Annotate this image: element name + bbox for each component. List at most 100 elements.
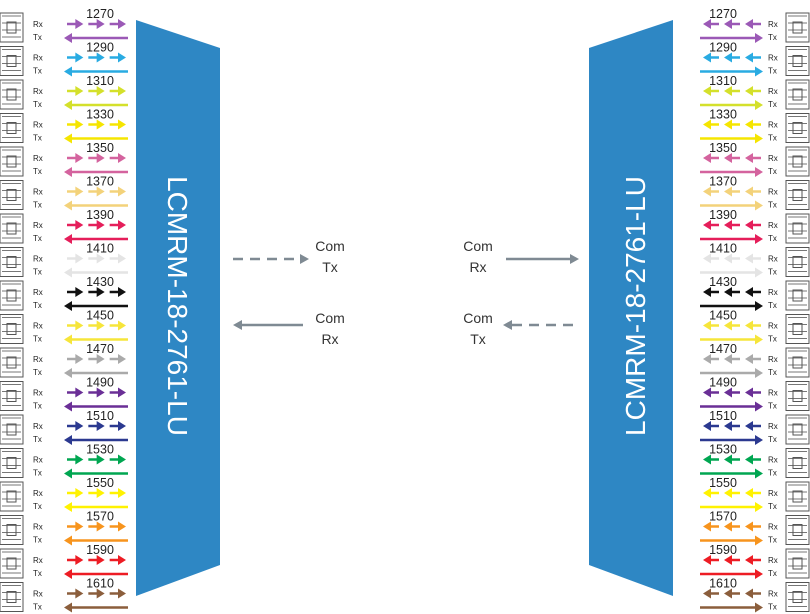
right-rx-label-1330: Rx [768,121,778,130]
right-wavelength-1290: 1290 [709,41,737,55]
right-connector-1290 [785,46,810,76]
left-connector-1570-body [0,515,24,545]
left-tx-label-1350: Tx [33,167,42,176]
right-rx-arrow-1310-arrowhead [724,86,732,96]
left-wavelength-1290: 1290 [86,41,114,55]
left-rx-arrow-1330-arrowhead [96,119,105,130]
left-connector-1310-latch [6,88,17,101]
left-connector-1450 [0,314,24,344]
right-wavelength-1530: 1530 [709,443,737,457]
left-connector-1310 [0,79,24,110]
left-tx-label-1530: Tx [33,469,42,478]
right-rx-arrow-1550-arrowhead [703,488,711,498]
left-rx-label-1550: Rx [33,489,43,498]
left-rx-label-1350: Rx [33,154,43,163]
left-connector-1470-body [0,347,24,378]
left-rx-arrow-1370-arrowhead [75,186,84,197]
left-connector-1390 [0,213,24,244]
left-tx-arrow-1590-arrowhead [64,569,72,579]
left-tx-label-1430: Tx [33,301,42,310]
right-rx-arrow-1490-arrowhead [724,387,732,398]
left-wavelength-1530: 1530 [86,443,114,457]
right-rx-label-1390: Rx [768,221,778,230]
left-connector-1450-latch [6,323,17,335]
right-tx-arrow-1510-arrowhead [755,435,763,445]
left-rx-arrow-1390-arrowhead [96,220,105,230]
right-connector-1590-latch [792,557,803,570]
right-rx-arrow-1410-arrowhead [703,253,711,264]
left-rx-arrow-1610-arrowhead [96,588,105,599]
right-wavelength-1270: 1270 [709,7,737,21]
left-rx-arrow-1490-arrowhead [75,387,84,398]
right-connector-1370 [785,180,810,210]
right-rx-arrow-1410-arrowhead [745,253,753,264]
left-rx-arrow-1370-arrowhead [96,186,105,197]
left-tx-arrow-1370-arrowhead [64,200,72,211]
right-rx-arrow-1510-arrowhead [745,421,753,431]
left-connector-1370-body [0,180,24,210]
right-rx-arrow-1430-arrowhead [703,287,711,297]
left-rx-arrow-1310-arrowhead [118,86,126,96]
left-connector-1450-body [0,314,24,344]
left-tx-arrow-1410-arrowhead [64,267,72,278]
left-tx-label-1310: Tx [33,100,42,109]
right-connector-1550-body [785,481,810,512]
left-rx-arrow-1330-arrowhead [118,119,126,130]
left-channel-group: RxTx1270RxTx1290RxTx1310RxTx1330RxTx1350… [0,7,128,613]
right-rx-arrow-1530-arrowhead [745,454,753,465]
right-connector-1510-latch [792,423,803,436]
right-rx-arrow-1470-arrowhead [703,354,711,364]
left-tx-arrow-1550-arrowhead [64,502,72,512]
left-rx-arrow-1590-arrowhead [118,555,126,565]
right-connector-1610-latch [792,591,803,603]
left-tx-label-1450: Tx [33,335,42,344]
right-rx-arrow-1350-arrowhead [703,153,711,163]
right-tx-arrow-1430-arrowhead [755,301,763,311]
right-connector-1330-latch [792,122,803,134]
left-rx-arrow-1610-arrowhead [118,588,126,599]
right-rx-arrow-1470-arrowhead [724,354,732,364]
left-connector-1510-latch [6,423,17,436]
left-connector-1530-body [0,448,24,478]
left-rx-arrow-1310-arrowhead [96,86,105,96]
right-rx-arrow-1370-arrowhead [745,186,753,197]
right-connector-1310-body [785,79,810,110]
left-connector-1510 [0,414,24,445]
left-tx-arrow-1610-arrowhead [64,602,72,613]
right-rx-arrow-1330-arrowhead [724,119,732,130]
right-rx-label-1510: Rx [768,422,778,431]
right-rx-arrow-1450-arrowhead [703,320,711,331]
left-wavelength-1390: 1390 [86,208,114,222]
right-com-rx-label-2: Rx [469,259,486,275]
left-rx-arrow-1310-arrowhead [75,86,84,96]
left-rx-label-1410: Rx [33,255,43,264]
left-rx-label-1430: Rx [33,288,43,297]
right-connector-1410-body [785,247,810,277]
right-connector-1490 [785,381,810,411]
right-connector-1550-latch [792,490,803,503]
right-tx-arrow-1410-arrowhead [755,267,763,278]
right-tx-label-1610: Tx [768,603,777,612]
right-rx-label-1410: Rx [768,255,778,264]
left-connector-1530 [0,448,24,478]
right-connector-1270-latch [792,21,803,34]
right-tx-arrow-1590-arrowhead [755,569,763,579]
left-rx-arrow-1450-arrowhead [118,320,126,331]
right-connector-1350-latch [792,155,803,168]
right-wavelength-1450: 1450 [709,309,737,323]
right-tx-label-1550: Tx [768,502,777,511]
right-tx-arrow-1490-arrowhead [755,401,763,412]
left-connector-1610-body [0,582,24,612]
right-connector-1350-body [785,146,810,177]
left-connector-1270 [0,12,24,43]
right-connector-1370-latch [792,189,803,201]
right-rx-label-1550: Rx [768,489,778,498]
right-tx-arrow-1610-arrowhead [755,602,763,613]
right-connector-1490-latch [792,390,803,402]
left-connector-1430-body [0,280,24,311]
right-tx-label-1490: Tx [768,402,777,411]
left-connector-1590-body [0,548,24,579]
right-connector-1530-latch [792,457,803,469]
left-rx-arrow-1270-arrowhead [118,19,126,29]
right-connector-1610 [785,582,810,612]
